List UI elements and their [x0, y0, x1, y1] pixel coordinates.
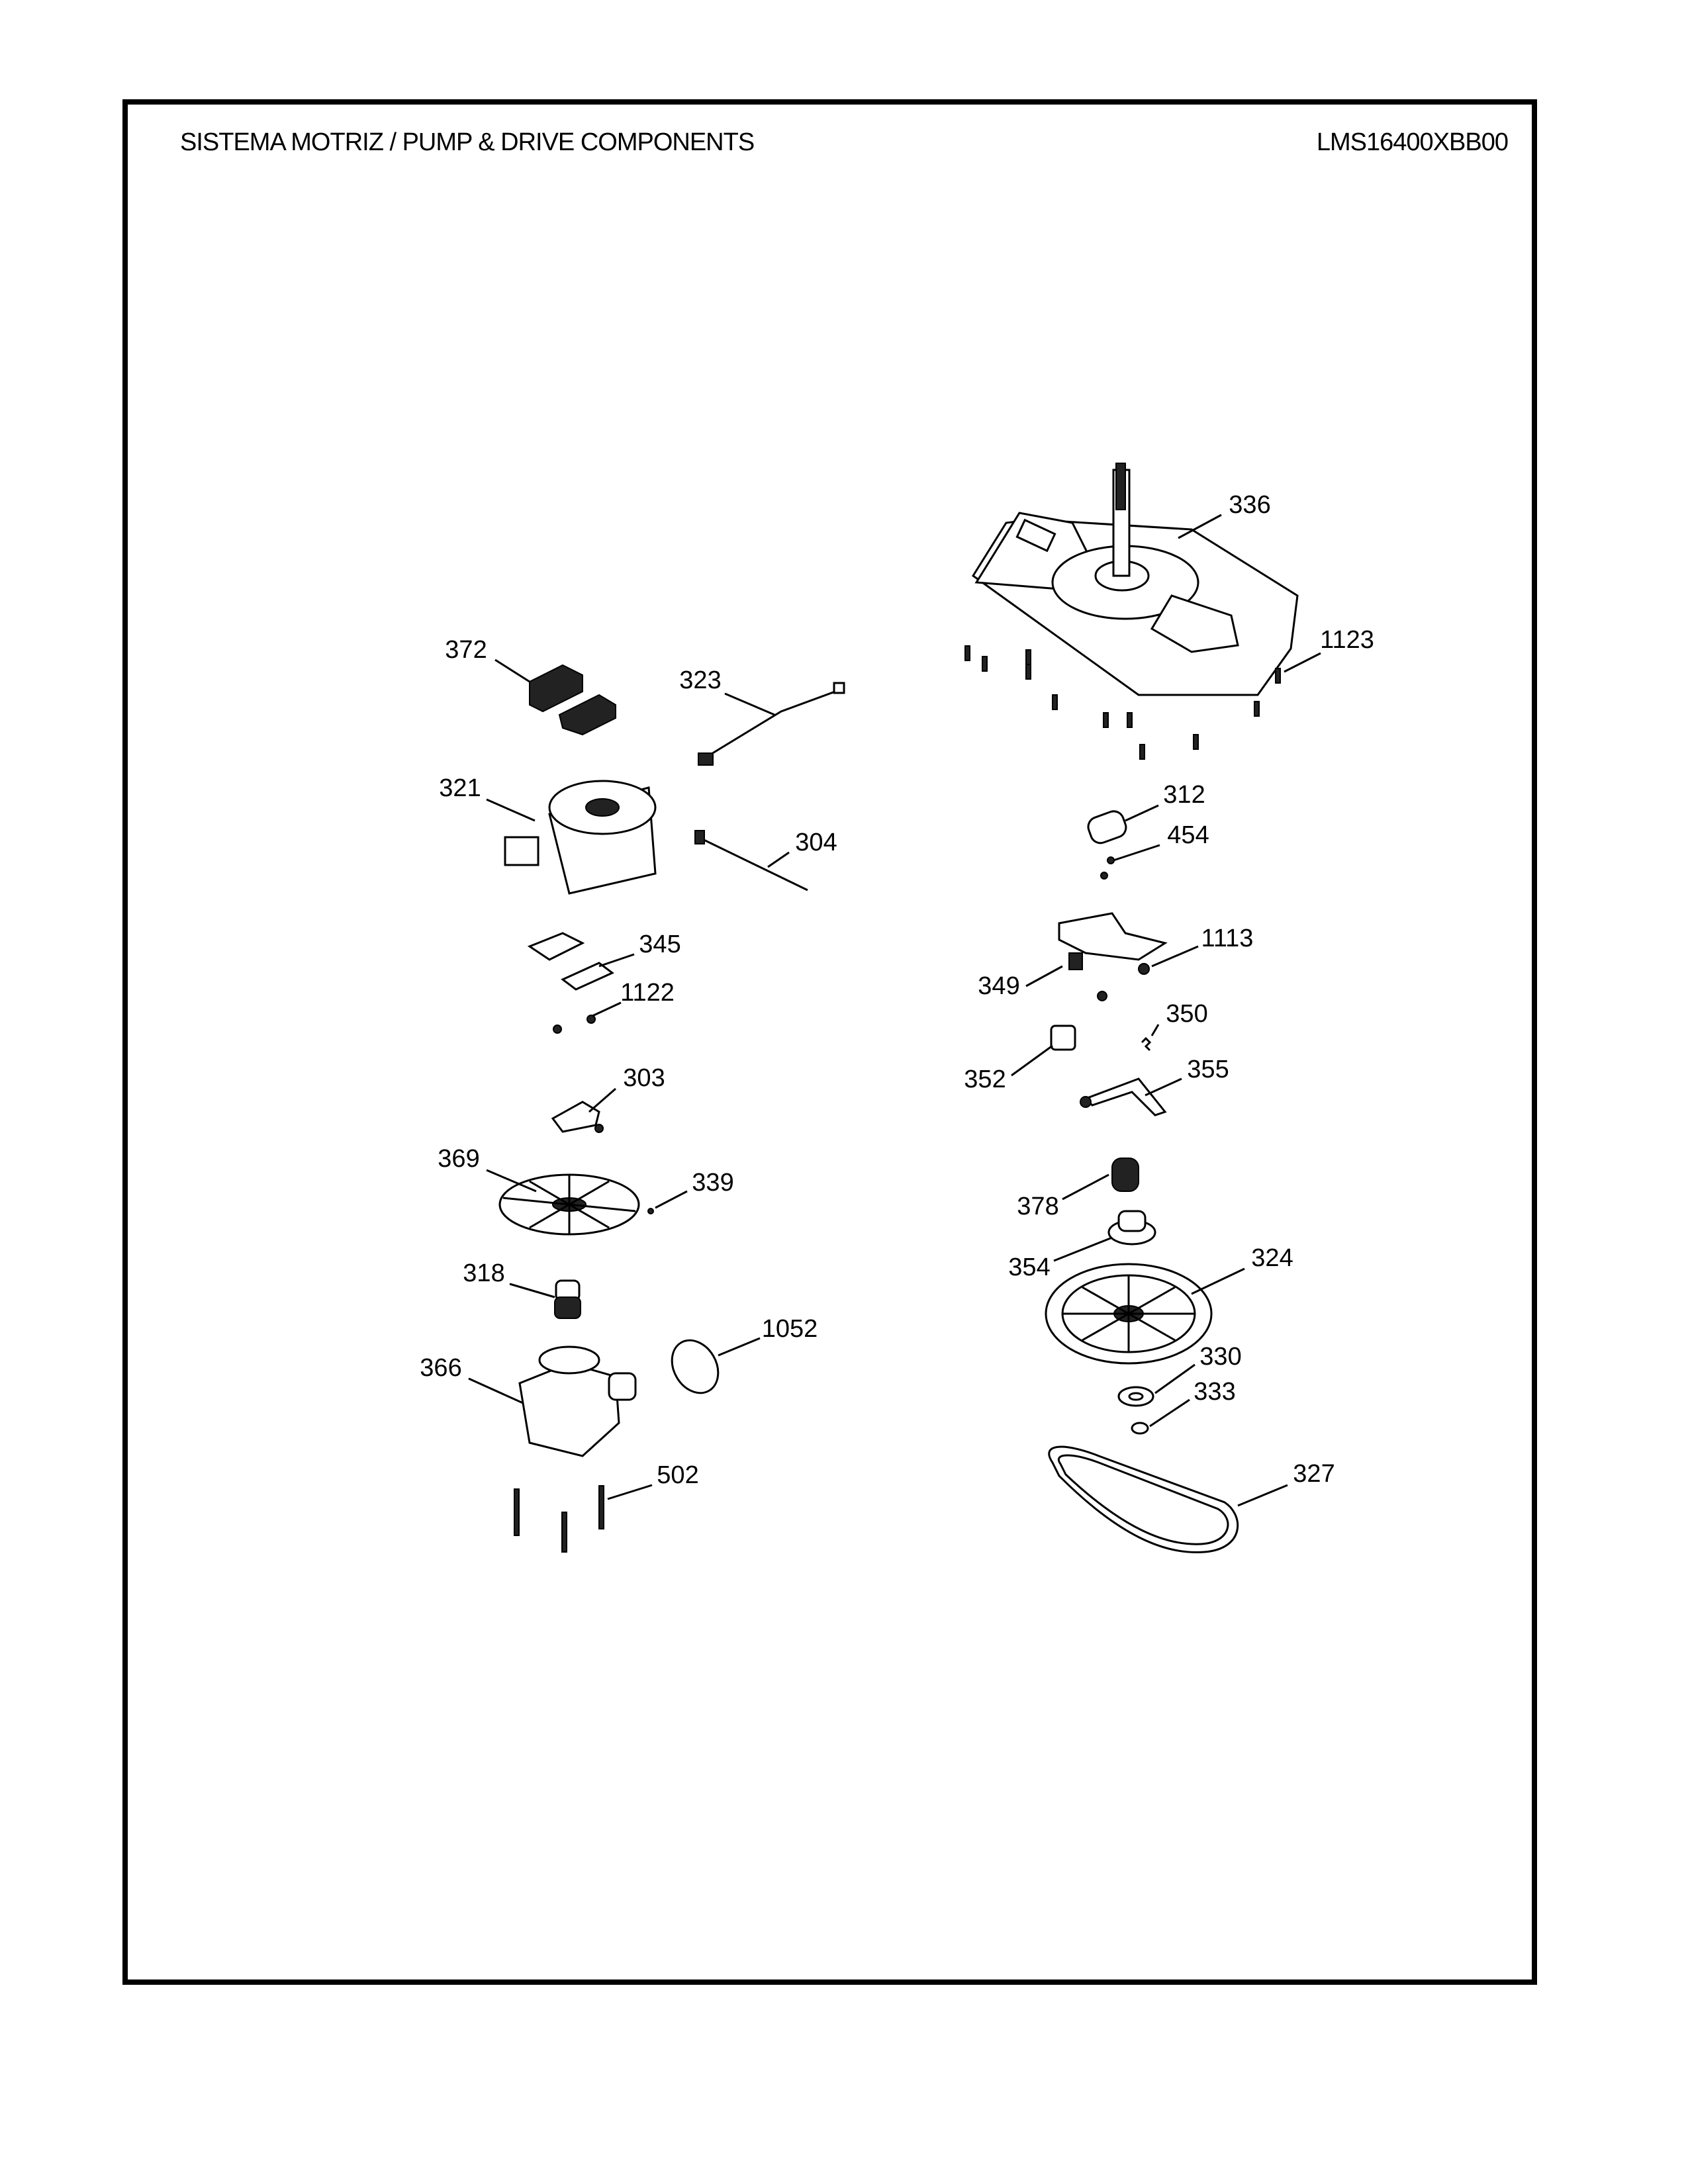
part-372-motor-mounts	[529, 664, 616, 736]
part-349-switch-assembly	[1058, 912, 1168, 1001]
part-366-drain-pump	[518, 1345, 637, 1457]
part-1122-screws	[553, 1015, 596, 1034]
part-345-brackets	[527, 932, 614, 991]
leader-lines	[468, 514, 1321, 1507]
part-339-washer	[647, 1208, 654, 1214]
callout-345: 345	[639, 931, 680, 958]
part-312-capacitor	[1087, 810, 1127, 844]
part-327-drive-belt	[1048, 1445, 1239, 1554]
callout-327: 327	[1293, 1460, 1335, 1488]
callout-318: 318	[463, 1259, 504, 1287]
callout-372: 372	[445, 636, 487, 664]
part-318-filter	[554, 1279, 581, 1319]
part-1123-screws	[964, 645, 1281, 760]
part-352-solenoid	[1050, 1024, 1076, 1051]
callout-336: 336	[1229, 491, 1270, 519]
callout-354: 354	[1008, 1253, 1050, 1281]
callout-355: 355	[1187, 1056, 1229, 1083]
part-336-base-plate	[971, 463, 1299, 696]
callout-labels: 336 1123 372 323 321 312 454 304 1113 34…	[420, 491, 1374, 1489]
callout-352: 352	[964, 1066, 1006, 1093]
part-354-gear	[1107, 1210, 1156, 1246]
callout-1113: 1113	[1201, 925, 1254, 952]
part-378-spring	[1111, 1158, 1139, 1192]
part-303-clip	[551, 1101, 604, 1133]
callout-1123: 1123	[1320, 626, 1374, 654]
part-304-rod	[694, 830, 808, 891]
part-323-wire-harness	[698, 682, 845, 766]
callout-321: 321	[439, 774, 481, 802]
part-1052-hose-clamp	[671, 1339, 720, 1394]
part-355-shift-fork	[1080, 1077, 1167, 1116]
callout-349: 349	[978, 972, 1019, 1000]
callout-333: 333	[1194, 1378, 1235, 1406]
callout-324: 324	[1251, 1244, 1293, 1272]
part-333-ring	[1131, 1422, 1149, 1435]
model-number: LMS16400XBB00	[1316, 128, 1509, 156]
callout-312: 312	[1163, 781, 1205, 809]
callout-330: 330	[1199, 1343, 1241, 1371]
part-350-spring	[1141, 1036, 1152, 1052]
callout-339: 339	[692, 1169, 733, 1197]
part-454-screws	[1100, 856, 1115, 880]
callout-369: 369	[438, 1145, 479, 1173]
part-502-screws	[514, 1485, 604, 1553]
callout-502: 502	[657, 1461, 698, 1489]
diagram-border	[122, 99, 1537, 1985]
callout-303: 303	[623, 1064, 665, 1092]
part-321-motor	[504, 780, 657, 895]
callout-304: 304	[795, 829, 837, 856]
part-324-pulley	[1045, 1263, 1213, 1365]
callout-454: 454	[1167, 821, 1209, 849]
callout-1052: 1052	[762, 1315, 818, 1343]
part-330-washer	[1117, 1386, 1154, 1407]
callout-350: 350	[1166, 1000, 1207, 1028]
callout-378: 378	[1017, 1193, 1058, 1220]
callout-1122: 1122	[620, 979, 675, 1007]
diagram-title: SISTEMA MOTRIZ / PUMP & DRIVE COMPONENTS	[180, 128, 755, 156]
callout-323: 323	[679, 666, 721, 694]
part-1113-screw	[1138, 963, 1150, 975]
callout-366: 366	[420, 1354, 461, 1382]
